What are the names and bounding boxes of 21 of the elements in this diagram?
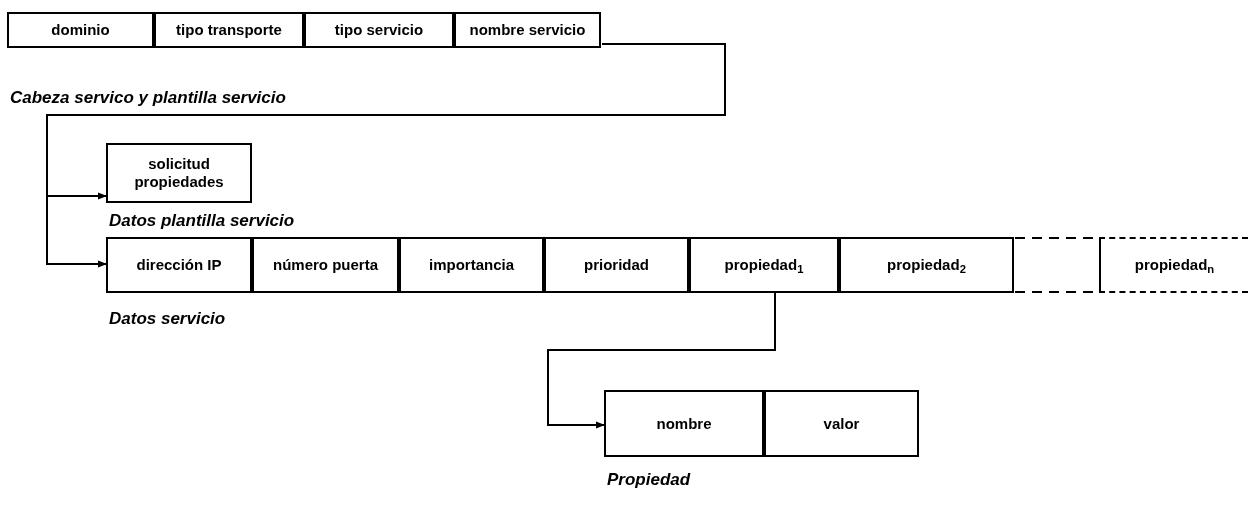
field-cell: dominio	[7, 12, 154, 48]
record-caption: Datos servicio	[109, 309, 226, 329]
record-caption: Cabeza servico y plantilla servicio	[10, 88, 286, 108]
field-cell: prioridad	[544, 237, 689, 293]
field-cell: dirección IP	[106, 237, 252, 293]
field-cell: número puerta	[252, 237, 399, 293]
field-cell: propiedad$_{1}$	[689, 237, 839, 293]
field-cell: tipo servicio	[304, 12, 454, 48]
field-cell: propiedad$_{n}$	[1099, 237, 1248, 293]
arrow	[46, 43, 726, 268]
record-caption: Propiedad	[607, 470, 691, 490]
field-cell: tipo transporte	[154, 12, 304, 48]
field-cell: nombre servicio	[454, 12, 601, 48]
field-cell: solicitud propiedades	[106, 143, 252, 203]
arrow	[547, 292, 776, 429]
field-cell: propiedad$_{2}$	[839, 237, 1014, 293]
field-cell: nombre	[604, 390, 764, 457]
record-caption: Datos plantilla servicio	[109, 211, 295, 231]
record-group	[605, 390, 920, 490]
field-cell: valor	[764, 390, 919, 457]
field-cell: importancia	[399, 237, 544, 293]
